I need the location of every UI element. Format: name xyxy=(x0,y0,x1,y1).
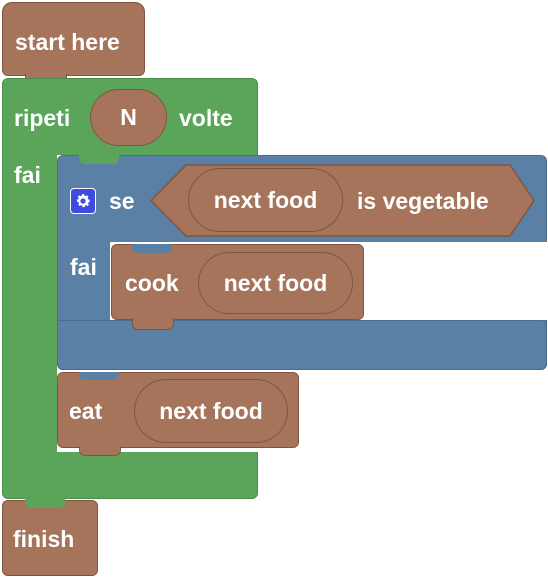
condition-next-food-value[interactable]: next food xyxy=(188,168,343,232)
repeat-count-input[interactable]: N xyxy=(90,89,167,146)
cook-label: cook xyxy=(125,270,179,296)
eat-label: eat xyxy=(69,398,103,424)
eat-block-bottom-notch xyxy=(79,446,121,456)
if-block-top-notch xyxy=(79,155,119,164)
start-here-block[interactable]: start here xyxy=(2,2,145,76)
if-do-label: fai xyxy=(70,254,97,280)
finish-label: finish xyxy=(13,526,75,552)
repeat-label-prefix: ripeti xyxy=(14,105,71,131)
cook-block-top-notch xyxy=(132,244,172,253)
if-block-bottom-bar-notch xyxy=(132,320,174,330)
condition-label: is vegetable xyxy=(357,188,489,214)
finish-block-top-notch xyxy=(25,500,65,508)
start-here-label: start here xyxy=(15,29,120,55)
gear-icon[interactable] xyxy=(70,188,96,214)
if-block-bottom-bar xyxy=(57,320,547,370)
finish-block[interactable] xyxy=(2,500,98,576)
eat-argument[interactable]: next food xyxy=(134,379,288,443)
if-label: se xyxy=(109,188,135,214)
repeat-do-label: fai xyxy=(14,162,41,188)
cook-argument[interactable]: next food xyxy=(198,252,353,314)
repeat-label-suffix: volte xyxy=(179,105,233,131)
eat-block-top-notch xyxy=(79,372,119,380)
